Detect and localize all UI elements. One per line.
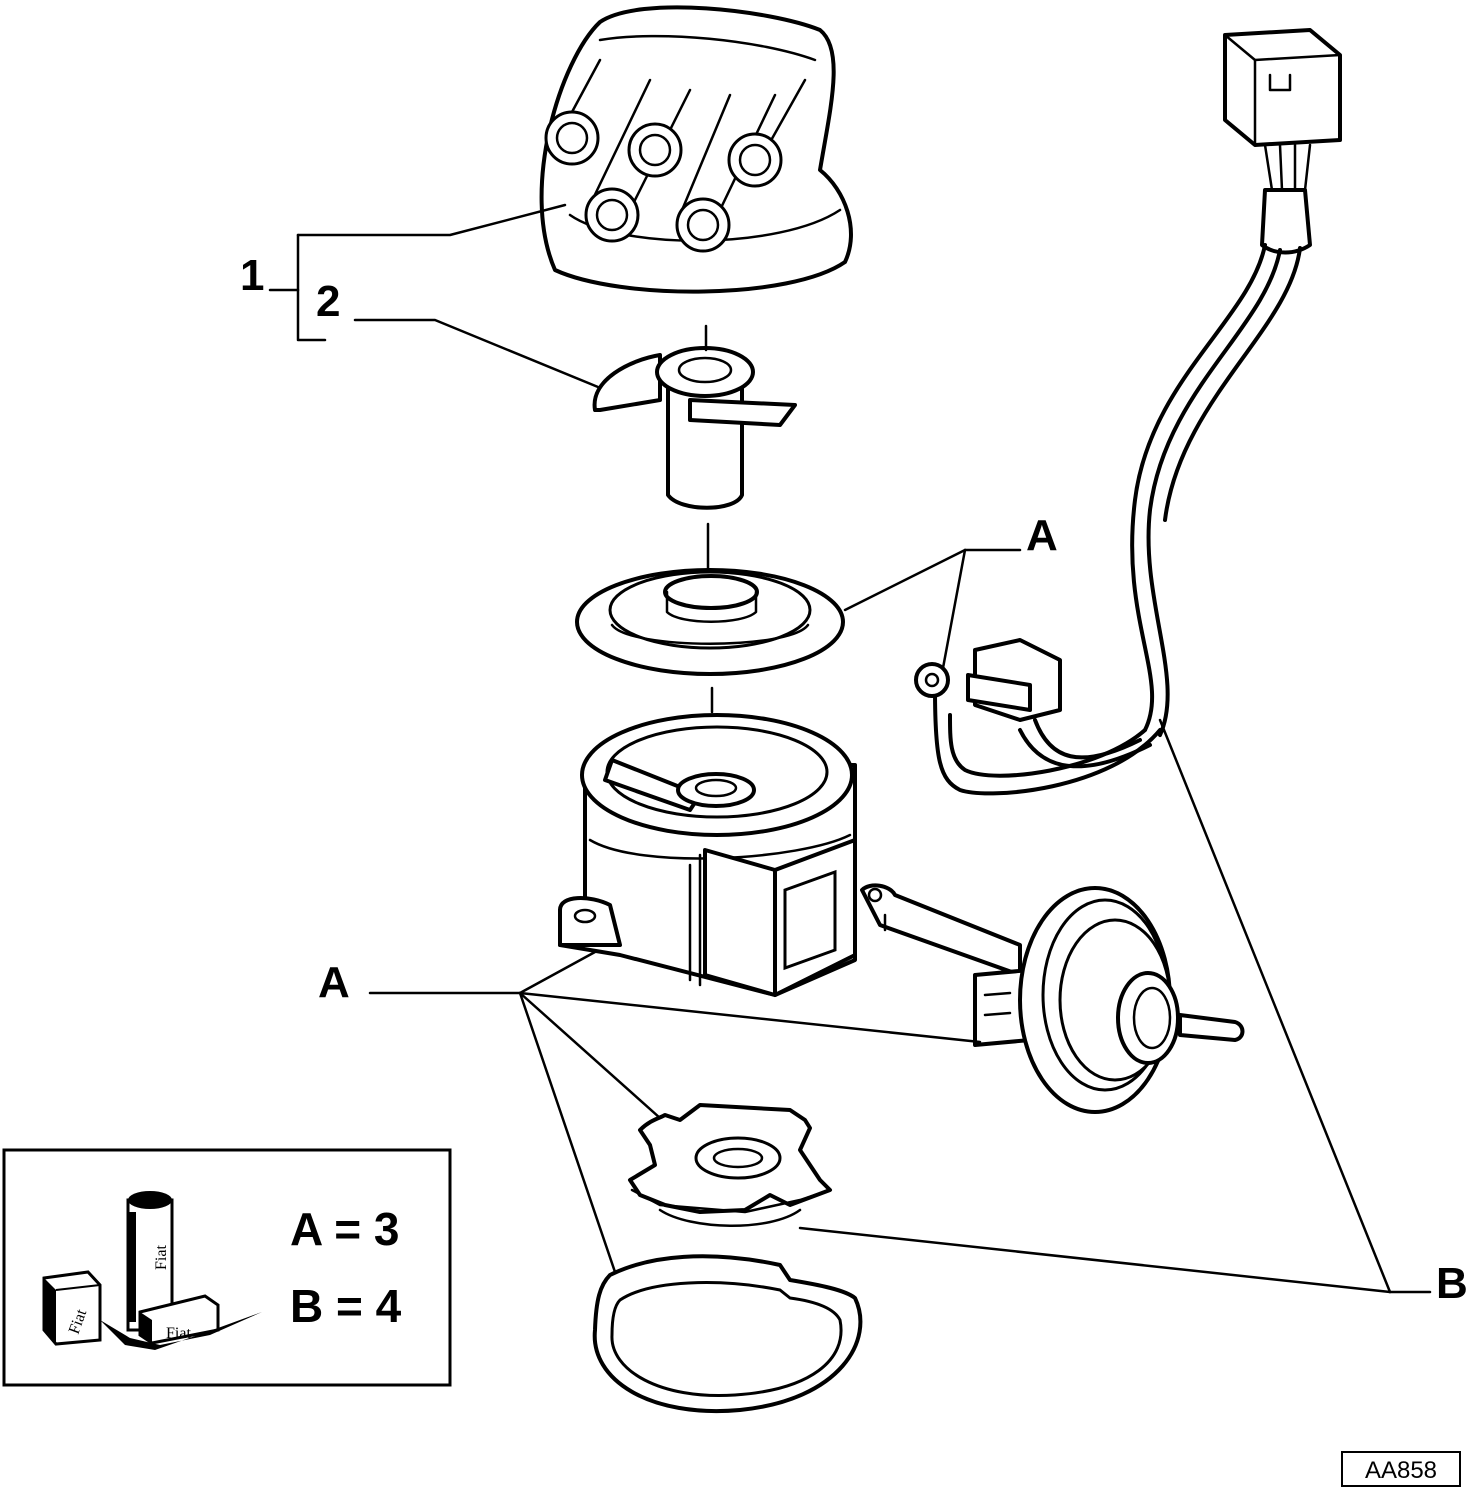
wiring-harness <box>914 28 1342 796</box>
product-label-tube: Fiat <box>153 1245 170 1270</box>
reflector-plate <box>628 1103 832 1227</box>
distributor-cap <box>539 5 853 294</box>
callout-b: B <box>1436 1259 1468 1308</box>
circlip-ring <box>592 1254 863 1413</box>
leader-lines <box>268 203 1432 1294</box>
product-label-pack: Fiat <box>166 1325 191 1342</box>
rotor-arm <box>592 346 797 510</box>
callout-a-lower: A <box>318 958 350 1007</box>
distributor-body <box>558 713 857 997</box>
legend-box: Fiat Fiat Fiat A = 3 B = 4 <box>2 1148 452 1387</box>
vacuum-advance-unit <box>860 883 1245 1114</box>
legend-line-b: B = 4 <box>290 1280 402 1332</box>
lubricant-products-icon: Fiat Fiat Fiat <box>42 1191 262 1350</box>
callout-1: 1 <box>240 251 264 300</box>
callout-a-upper: A <box>1026 511 1058 560</box>
figure-code-box: AA858 <box>1341 1451 1461 1487</box>
legend-line-a: A = 3 <box>290 1203 400 1255</box>
figure-code: AA858 <box>1365 1457 1437 1484</box>
callout-2: 2 <box>316 277 340 326</box>
shield-disc <box>575 568 845 676</box>
